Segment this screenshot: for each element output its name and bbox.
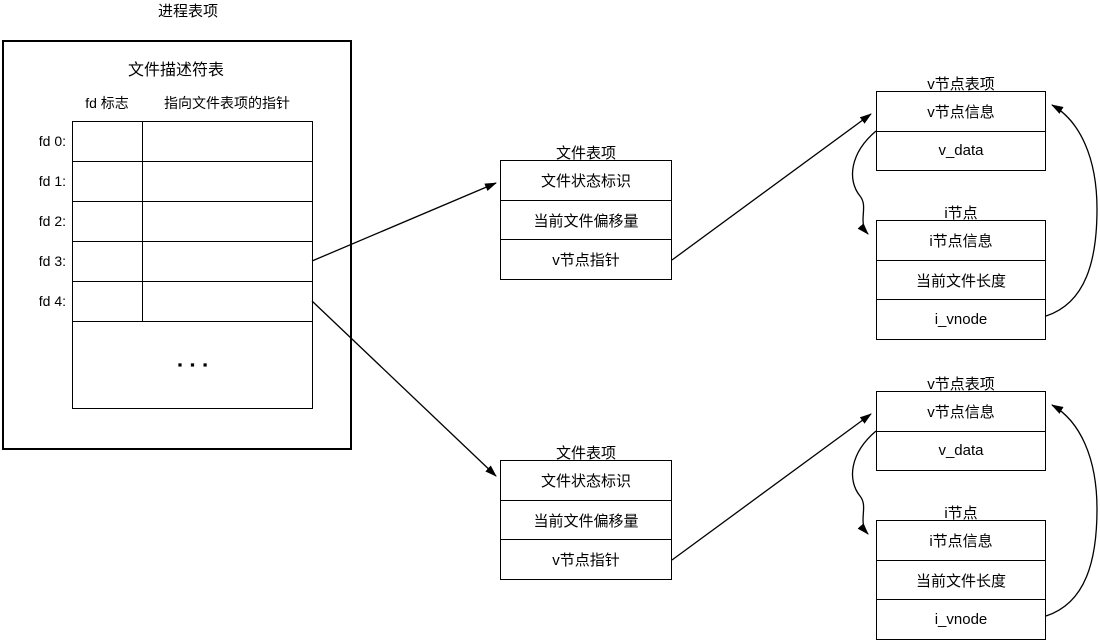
fd-pointer-column-header: 指向文件表项的指针 xyxy=(164,95,290,111)
fd-flags-cell xyxy=(72,161,143,202)
current-file-size-row: 当前文件长度 xyxy=(877,559,1045,600)
fd-more-rows-cell: ▪▪▪ xyxy=(72,321,313,409)
fd-row-label: fd 2: xyxy=(38,213,66,229)
table-row xyxy=(72,161,313,202)
current-file-offset-row: 当前文件偏移量 xyxy=(501,499,671,540)
i-vnode-row: i_vnode xyxy=(877,299,1045,339)
fd-flags-column-header: fd 标志 xyxy=(85,95,129,111)
current-file-offset-row: 当前文件偏移量 xyxy=(501,199,671,240)
inode-1-box: i节点信息 当前文件长度 i_vnode xyxy=(876,220,1046,340)
fd-table-grid: ▪▪▪ xyxy=(72,121,313,409)
fd-flags-cell xyxy=(72,281,143,322)
inode-1-title: i节点 xyxy=(944,205,978,222)
fd-pointer-cell xyxy=(142,201,313,242)
fd-table-heading: 文件描述符表 xyxy=(127,62,224,79)
arrow-file-table-1-to-vnode-1 xyxy=(671,113,872,261)
v-data-row: v_data xyxy=(877,130,1045,171)
v-data-row: v_data xyxy=(877,430,1045,471)
file-status-flags-row: 文件状态标识 xyxy=(540,172,631,190)
file-table-1-title: 文件表项 xyxy=(555,145,616,162)
table-row xyxy=(72,121,313,162)
vnode-pointer-row: v节点指针 xyxy=(501,539,671,579)
table-row: ▪▪▪ xyxy=(72,321,313,409)
file-table-2-box: 文件状态标识 当前文件偏移量 v节点指针 xyxy=(500,460,672,580)
current-file-size-row: 当前文件长度 xyxy=(877,259,1045,300)
file-table-2-title: 文件表项 xyxy=(555,445,616,462)
file-status-flags-row: 文件状态标识 xyxy=(540,472,631,490)
arrow-ivnode-1-to-vnode-1 xyxy=(1045,104,1098,317)
fd-row-label: fd 1: xyxy=(38,173,66,189)
table-row xyxy=(72,201,313,242)
table-row xyxy=(72,281,313,322)
fd-pointer-cell xyxy=(142,281,313,322)
fd-row-label: fd 4: xyxy=(38,293,66,309)
fd-flags-cell xyxy=(72,201,143,242)
inode-2-title: i节点 xyxy=(944,505,978,522)
arrow-vnode-2-to-inode-2 xyxy=(851,430,877,535)
process-table-title: 进程表项 xyxy=(157,3,218,20)
i-vnode-row: i_vnode xyxy=(877,599,1045,639)
fd-flags-cell xyxy=(72,121,143,162)
fd-pointer-cell xyxy=(142,161,313,202)
fd-flags-cell xyxy=(72,241,143,282)
ellipsis-dots: ▪▪▪ xyxy=(177,357,216,372)
vnode-info-row: v节点信息 xyxy=(927,103,995,121)
arrow-vnode-1-to-inode-1 xyxy=(851,130,877,235)
inode-info-row: i节点信息 xyxy=(929,532,993,550)
table-row xyxy=(72,241,313,282)
arrow-ivnode-2-to-vnode-2 xyxy=(1045,404,1098,617)
vnode-table-1-box: v节点信息 v_data xyxy=(876,91,1046,171)
vnode-info-row: v节点信息 xyxy=(927,403,995,421)
file-table-1-box: 文件状态标识 当前文件偏移量 v节点指针 xyxy=(500,160,672,280)
vnode-table-1-title: v节点表项 xyxy=(927,76,995,93)
inode-2-box: i节点信息 当前文件长度 i_vnode xyxy=(876,520,1046,640)
fd-row-label: fd 3: xyxy=(38,253,66,269)
fd-row-label: fd 0: xyxy=(38,133,66,149)
vnode-pointer-row: v节点指针 xyxy=(501,239,671,279)
vnode-table-2-box: v节点信息 v_data xyxy=(876,391,1046,471)
fd-pointer-cell xyxy=(142,241,313,282)
arrow-file-table-2-to-vnode-2 xyxy=(671,413,872,561)
inode-info-row: i节点信息 xyxy=(929,232,993,250)
vnode-table-2-title: v节点表项 xyxy=(927,376,995,393)
fd-pointer-cell xyxy=(142,121,313,162)
